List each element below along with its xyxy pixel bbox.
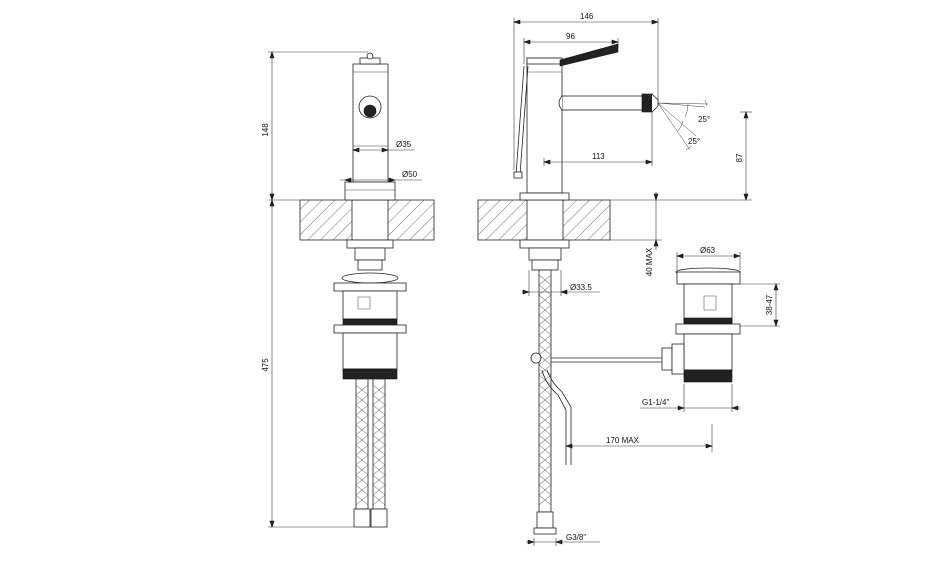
dim-waste-thread: G1-1/4"	[642, 398, 669, 407]
dim-waste-height: 38-47	[765, 294, 774, 315]
supply-hoses-front	[353, 378, 388, 528]
front-view: 148 475 Ø35 Ø50	[261, 51, 435, 528]
dim-pipe-max: 170 MAX	[606, 436, 640, 445]
dim-height-below-deck: 475	[261, 358, 270, 372]
waste-assembly	[661, 267, 741, 383]
mixer-body	[352, 63, 389, 183]
mixer-body-side	[526, 57, 563, 194]
dim-handle-length: 96	[566, 32, 575, 41]
dim-hose-thread: G3/8"	[566, 533, 586, 542]
dim-overall-depth: 146	[580, 12, 594, 21]
mixer-base	[344, 181, 396, 201]
waste-cap-front	[341, 272, 399, 284]
dim-height-above-deck: 148	[261, 123, 270, 137]
dim-base-diameter: Ø50	[402, 170, 418, 179]
supply-hose-side	[533, 269, 557, 535]
dim-angle-up: 25°	[698, 115, 710, 124]
dim-angle-down: 25°	[688, 137, 700, 146]
dim-shank-diameter: Ø33.5	[570, 283, 592, 292]
dim-cap-diameter: Ø63	[700, 246, 716, 255]
dim-deck-thickness: 40 MAX	[645, 247, 654, 276]
dim-spout-height: 87	[735, 153, 744, 162]
dim-body-diameter: Ø35	[396, 140, 412, 149]
spout	[558, 93, 659, 113]
dim-spout-reach: 113	[592, 152, 605, 161]
side-view: 25° 25°	[477, 12, 780, 546]
handle-lever	[559, 43, 619, 67]
